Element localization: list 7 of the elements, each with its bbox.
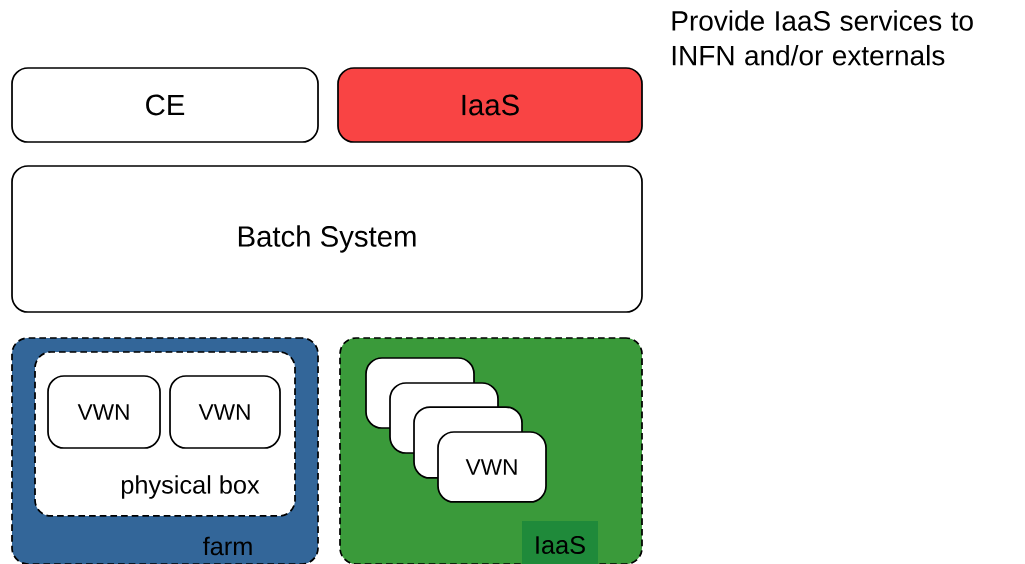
system-box: Batch System [11,165,643,313]
vm-box: VWN [169,375,281,449]
vm-box: VWN [47,375,161,449]
component-box: CE [11,67,319,143]
component-box: IaaS [337,67,643,143]
note-text: Provide IaaS services to INFN and/or externals [672,10,973,66]
vm-box: VWN [437,431,547,503]
